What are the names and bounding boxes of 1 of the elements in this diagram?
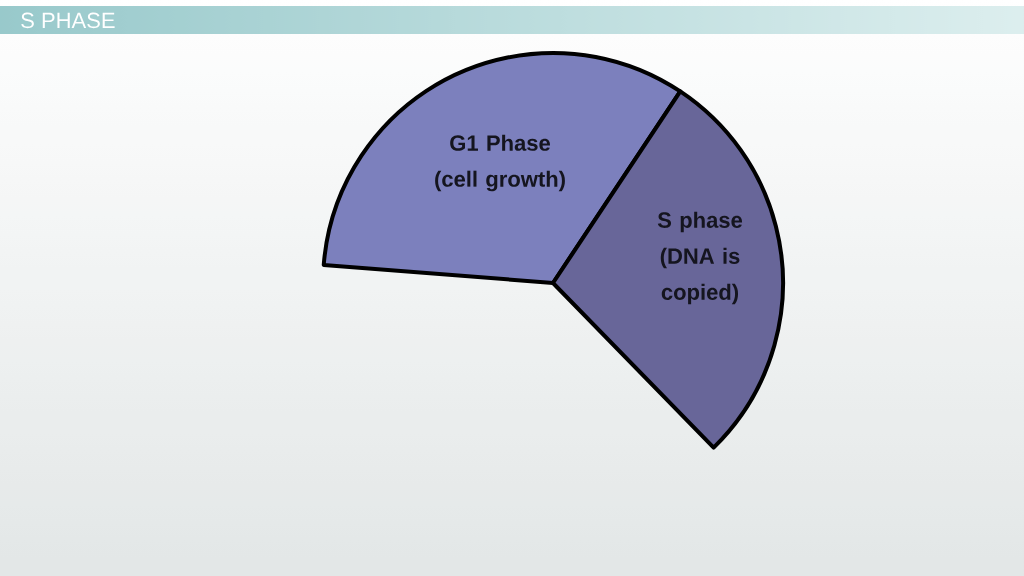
title-bar: S PHASE [0, 6, 1024, 34]
